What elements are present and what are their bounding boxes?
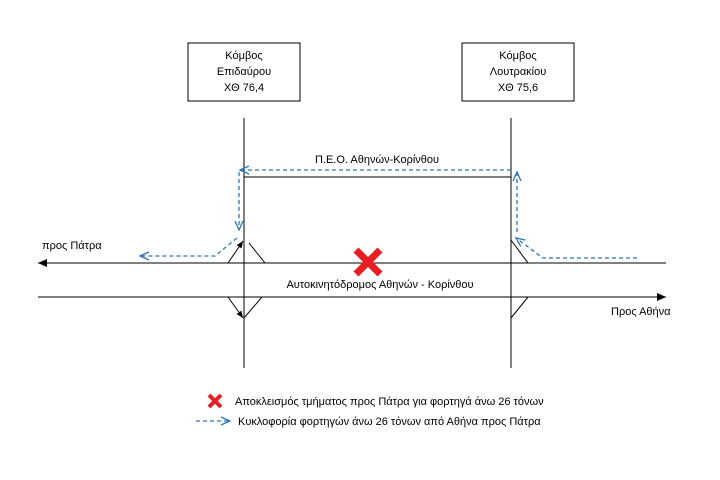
node-right-name: Κόμβος: [499, 50, 536, 62]
legend-closure-label: Αποκλεισμός τμήματος προς Πάτρα για φορτ…: [235, 396, 544, 408]
ramp-right-off-upper: [510, 239, 529, 264]
legend-closure-x-icon: [207, 393, 223, 409]
closure-x-icon: [353, 247, 383, 277]
node-left-place: Επιδαύρου: [217, 66, 271, 78]
node-right-km: ΧΘ 75,6: [498, 82, 538, 94]
motorway-label: Αυτοκινητόδρομος Αθηνών - Κορίνθου: [286, 279, 473, 291]
direction-to-patra: προς Πάτρα: [42, 240, 102, 252]
ramp-left-on-upper: [227, 240, 244, 264]
direction-to-athens: Προς Αθήνα: [611, 306, 671, 318]
detour-merge-left: [140, 237, 238, 256]
ramp-left-off-lower: [227, 296, 244, 319]
node-box-loutrakiou: Κόμβος Λουτρακίου ΧΘ 75,6: [461, 42, 575, 102]
node-box-epidavrou: Κόμβος Επιδαύρου ΧΘ 76,4: [187, 42, 301, 102]
ramp-left-off-upper: [248, 242, 266, 264]
node-left-name: Κόμβος: [225, 50, 262, 62]
legend: Αποκλεισμός τμήματος προς Πάτρα για φορτ…: [196, 393, 544, 428]
legend-detour-label: Κυκλοφορία φορτηγών άνω 26 τόνων από Αθή…: [238, 416, 541, 428]
service-road-label: Π.Ε.Ο. Αθηνών-Κορίνθου: [315, 154, 439, 166]
ramp-right-on-lower: [510, 296, 529, 319]
node-right-place: Λουτρακίου: [490, 66, 547, 78]
ramp-left-on-lower: [243, 296, 263, 319]
node-left-km: ΧΘ 76,4: [224, 82, 264, 94]
detour-exit-right: [516, 238, 637, 259]
